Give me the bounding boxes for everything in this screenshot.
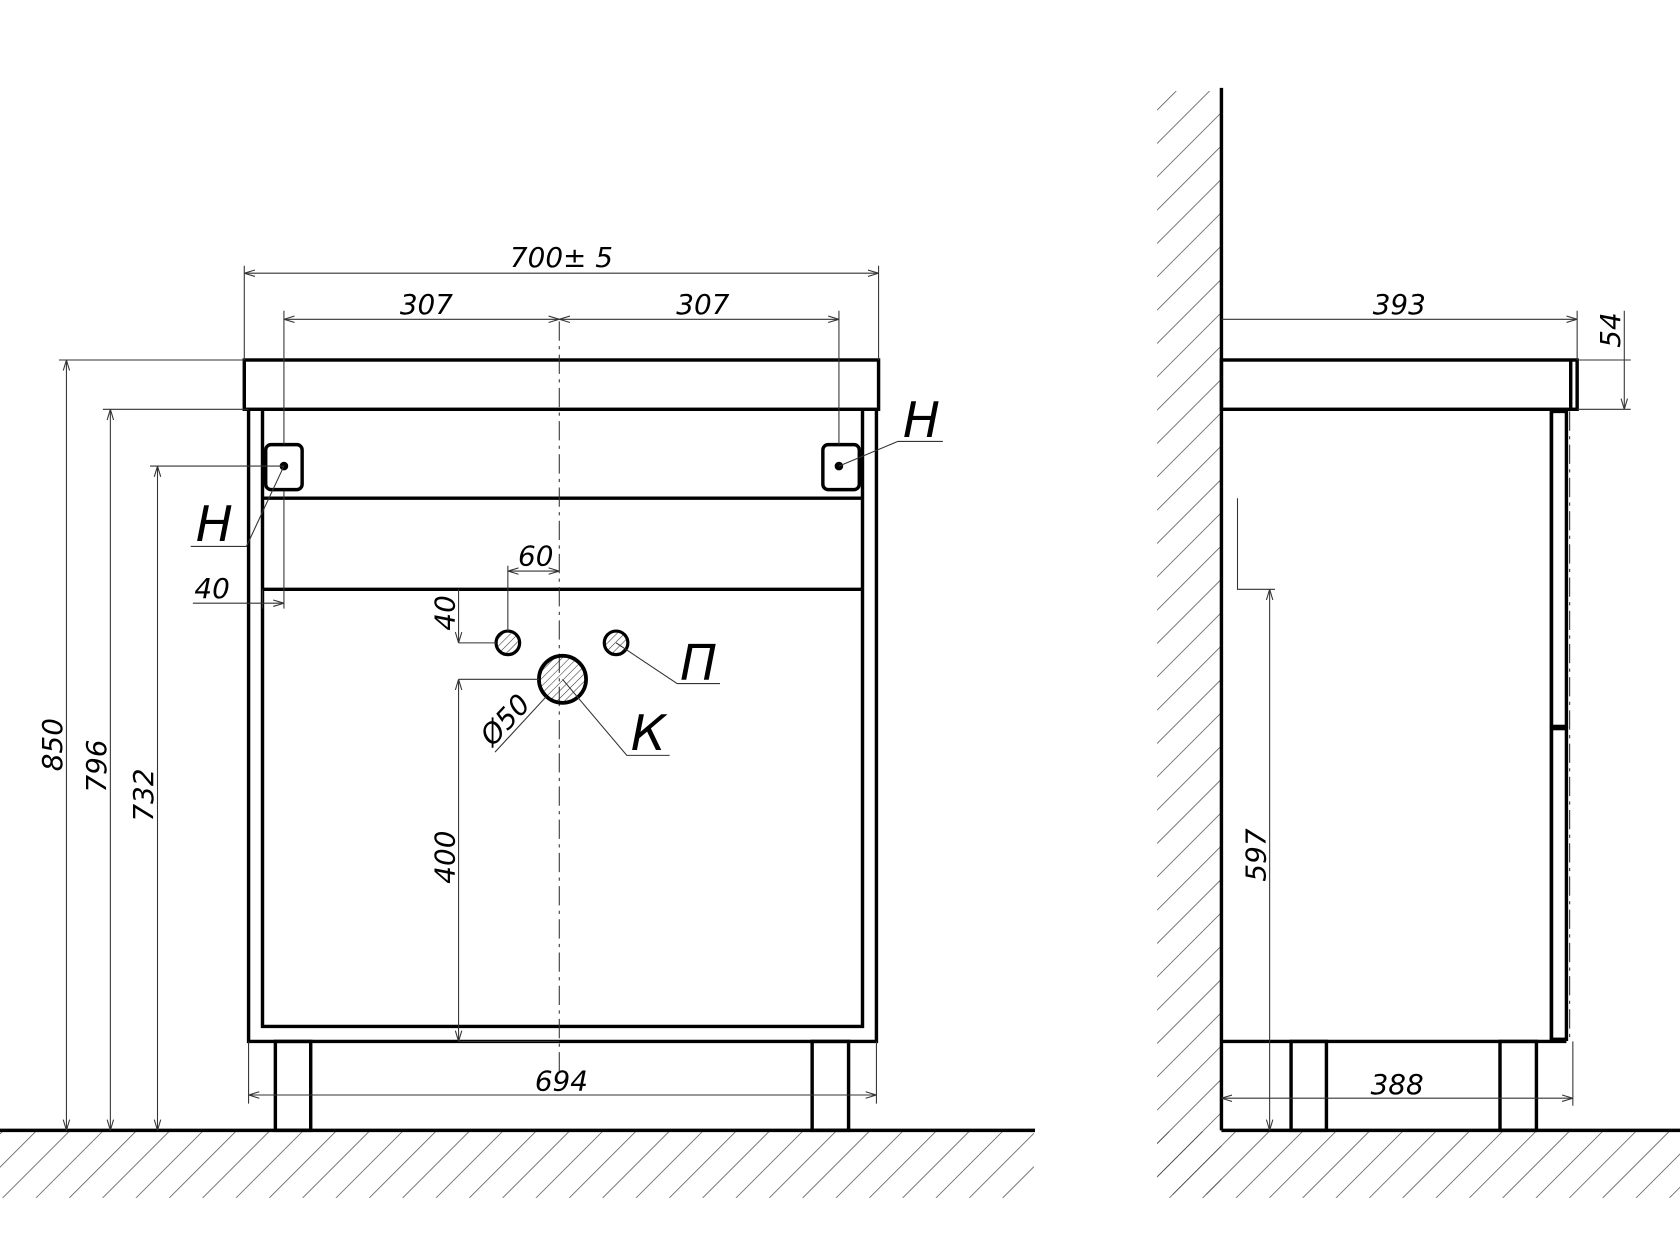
dim-top-depth: 393 — [1373, 288, 1426, 321]
leg-back-side — [1289, 1039, 1329, 1133]
label-water-supply: П — [680, 633, 717, 691]
dim-body-width: 694 — [535, 1065, 588, 1098]
wall-hatch — [1157, 91, 1222, 1195]
door-upper — [1549, 409, 1569, 729]
door-lower — [1549, 726, 1569, 1041]
dim-top-thickness: 54 — [1594, 312, 1627, 347]
dim-mount-offset: 40 — [194, 572, 229, 605]
label-drain: К — [631, 704, 668, 762]
leg-right-front — [810, 1039, 851, 1133]
dim-mount-height: 732 — [127, 768, 160, 821]
dim-mount-height-side: 597 — [1239, 828, 1272, 881]
label-mount-right: Н — [903, 391, 940, 449]
cabinet-body-front — [246, 409, 879, 1044]
dim-left-half: 307 — [400, 288, 453, 321]
front-view: 700± 5 307 307 850 796 732 40 60 40 400 … — [0, 241, 1035, 1198]
dim-drain-height: 400 — [428, 831, 461, 884]
label-mount-left: Н — [196, 495, 233, 553]
dim-underside-height: 796 — [80, 739, 113, 792]
mount-point-left — [279, 461, 289, 471]
countertop-side — [1219, 358, 1579, 411]
dim-body-depth: 388 — [1371, 1068, 1424, 1101]
dim-right-half: 307 — [676, 288, 729, 321]
floor-hatch-side — [1157, 1131, 1680, 1198]
water-pipe-left — [494, 629, 522, 657]
cabinet-body-side — [1221, 411, 1567, 1044]
leg-front-side — [1498, 1039, 1539, 1133]
mount-bracket-right — [821, 442, 861, 492]
floor-hatch-front — [0, 1131, 1034, 1198]
countertop-front — [242, 358, 881, 411]
leg-left-front — [273, 1039, 313, 1133]
dim-total-height: 850 — [36, 718, 69, 771]
dim-drain-diameter: Ø50 — [473, 688, 537, 753]
dim-pipe-spacing: 60 — [518, 540, 553, 573]
dim-total-width: 700± 5 — [510, 241, 613, 274]
side-view: 393 54 597 388 — [1157, 87, 1680, 1198]
dim-pipe-vertical: 40 — [428, 595, 461, 630]
